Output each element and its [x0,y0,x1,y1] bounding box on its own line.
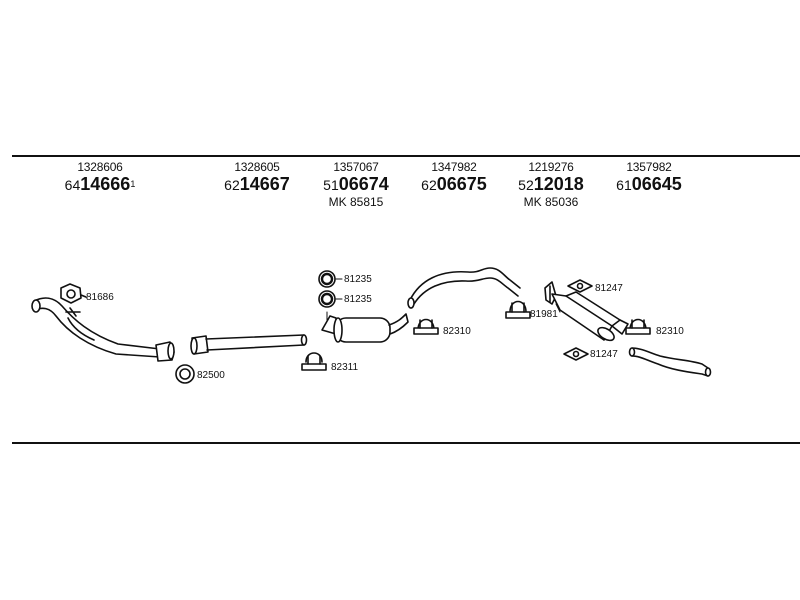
part-main: 06645 [631,174,682,194]
clamp-b-part [505,300,531,319]
mount-top-part [567,279,593,293]
ring-upper-1-part [318,270,336,288]
ring-upper-2-part [318,290,336,308]
part-number: 6206675 [394,174,514,195]
part-main: 06675 [436,174,487,194]
label-mount-bottom: 81247 [590,349,618,360]
hanger-part [544,281,557,305]
reference-number: 1328605 [234,160,280,174]
part-column-front-pipe: 1328606 64146661 [40,160,160,195]
part-main: 14667 [239,174,290,194]
part-main: 12018 [533,174,584,194]
clamp-a-part [413,318,439,335]
part-footnote: 1 [130,179,136,189]
tail-pipe-part [628,347,712,377]
clamp-rear-part [625,318,651,335]
reference-number: 1219276 [528,160,574,174]
part-number: 6214667 [197,174,317,195]
intermediate-pipe-part [190,334,308,355]
reference-number: 1357982 [626,160,672,174]
label-hanger: 81981 [530,309,558,320]
gasket-front-part [60,283,87,304]
ring-front-part [175,364,195,384]
reference-number: 1347982 [431,160,477,174]
part-main: 06674 [338,174,389,194]
label-clamp-mid: 82311 [331,362,359,373]
part-column-intermediate-pipe: 1328605 6214667 [197,160,317,195]
reference-number: 1357067 [333,160,379,174]
front-pipe-part [31,297,175,362]
part-column-rear-silencer: 1219276 5212018 MK 85036 [491,160,611,209]
label-ring-upper-1: 81235 [344,274,372,285]
part-number: 5106674 [296,174,416,195]
top-rule [12,155,800,157]
part-number: 5212018 [491,174,611,195]
label-gasket-front: 81686 [86,292,114,303]
middle-silencer-part [321,313,409,343]
leader-lines [326,278,561,321]
connecting-pipe-part [407,267,521,309]
part-prefix: 51 [323,177,339,193]
part-prefix: 62 [421,177,437,193]
part-prefix: 61 [616,177,632,193]
label-clamp-rear: 82310 [656,326,684,337]
part-column-middle-silencer: 1357067 5106674 MK 85815 [296,160,416,209]
part-number: 64146661 [40,174,160,195]
mounting-kit: MK 85036 [523,195,579,209]
label-ring-front: 82500 [197,370,225,381]
bottom-rule [12,442,800,444]
rear-silencer-part [551,291,629,342]
reference-number: 1328606 [77,160,123,174]
part-prefix: 52 [518,177,534,193]
part-number: 6106645 [589,174,709,195]
label-mount-top: 81247 [595,283,623,294]
part-prefix: 64 [64,177,81,193]
part-main: 14666 [80,174,131,194]
clamp-mid-part [301,352,327,371]
label-ring-upper-2: 81235 [344,294,372,305]
part-column-tail-pipe: 1357982 6106645 [589,160,709,195]
label-clamp-a: 82310 [443,326,471,337]
part-prefix: 62 [224,177,240,193]
mounting-kit: MK 85815 [328,195,384,209]
part-column-connecting-pipe: 1347982 6206675 [394,160,514,195]
mount-bottom-part [563,347,589,361]
